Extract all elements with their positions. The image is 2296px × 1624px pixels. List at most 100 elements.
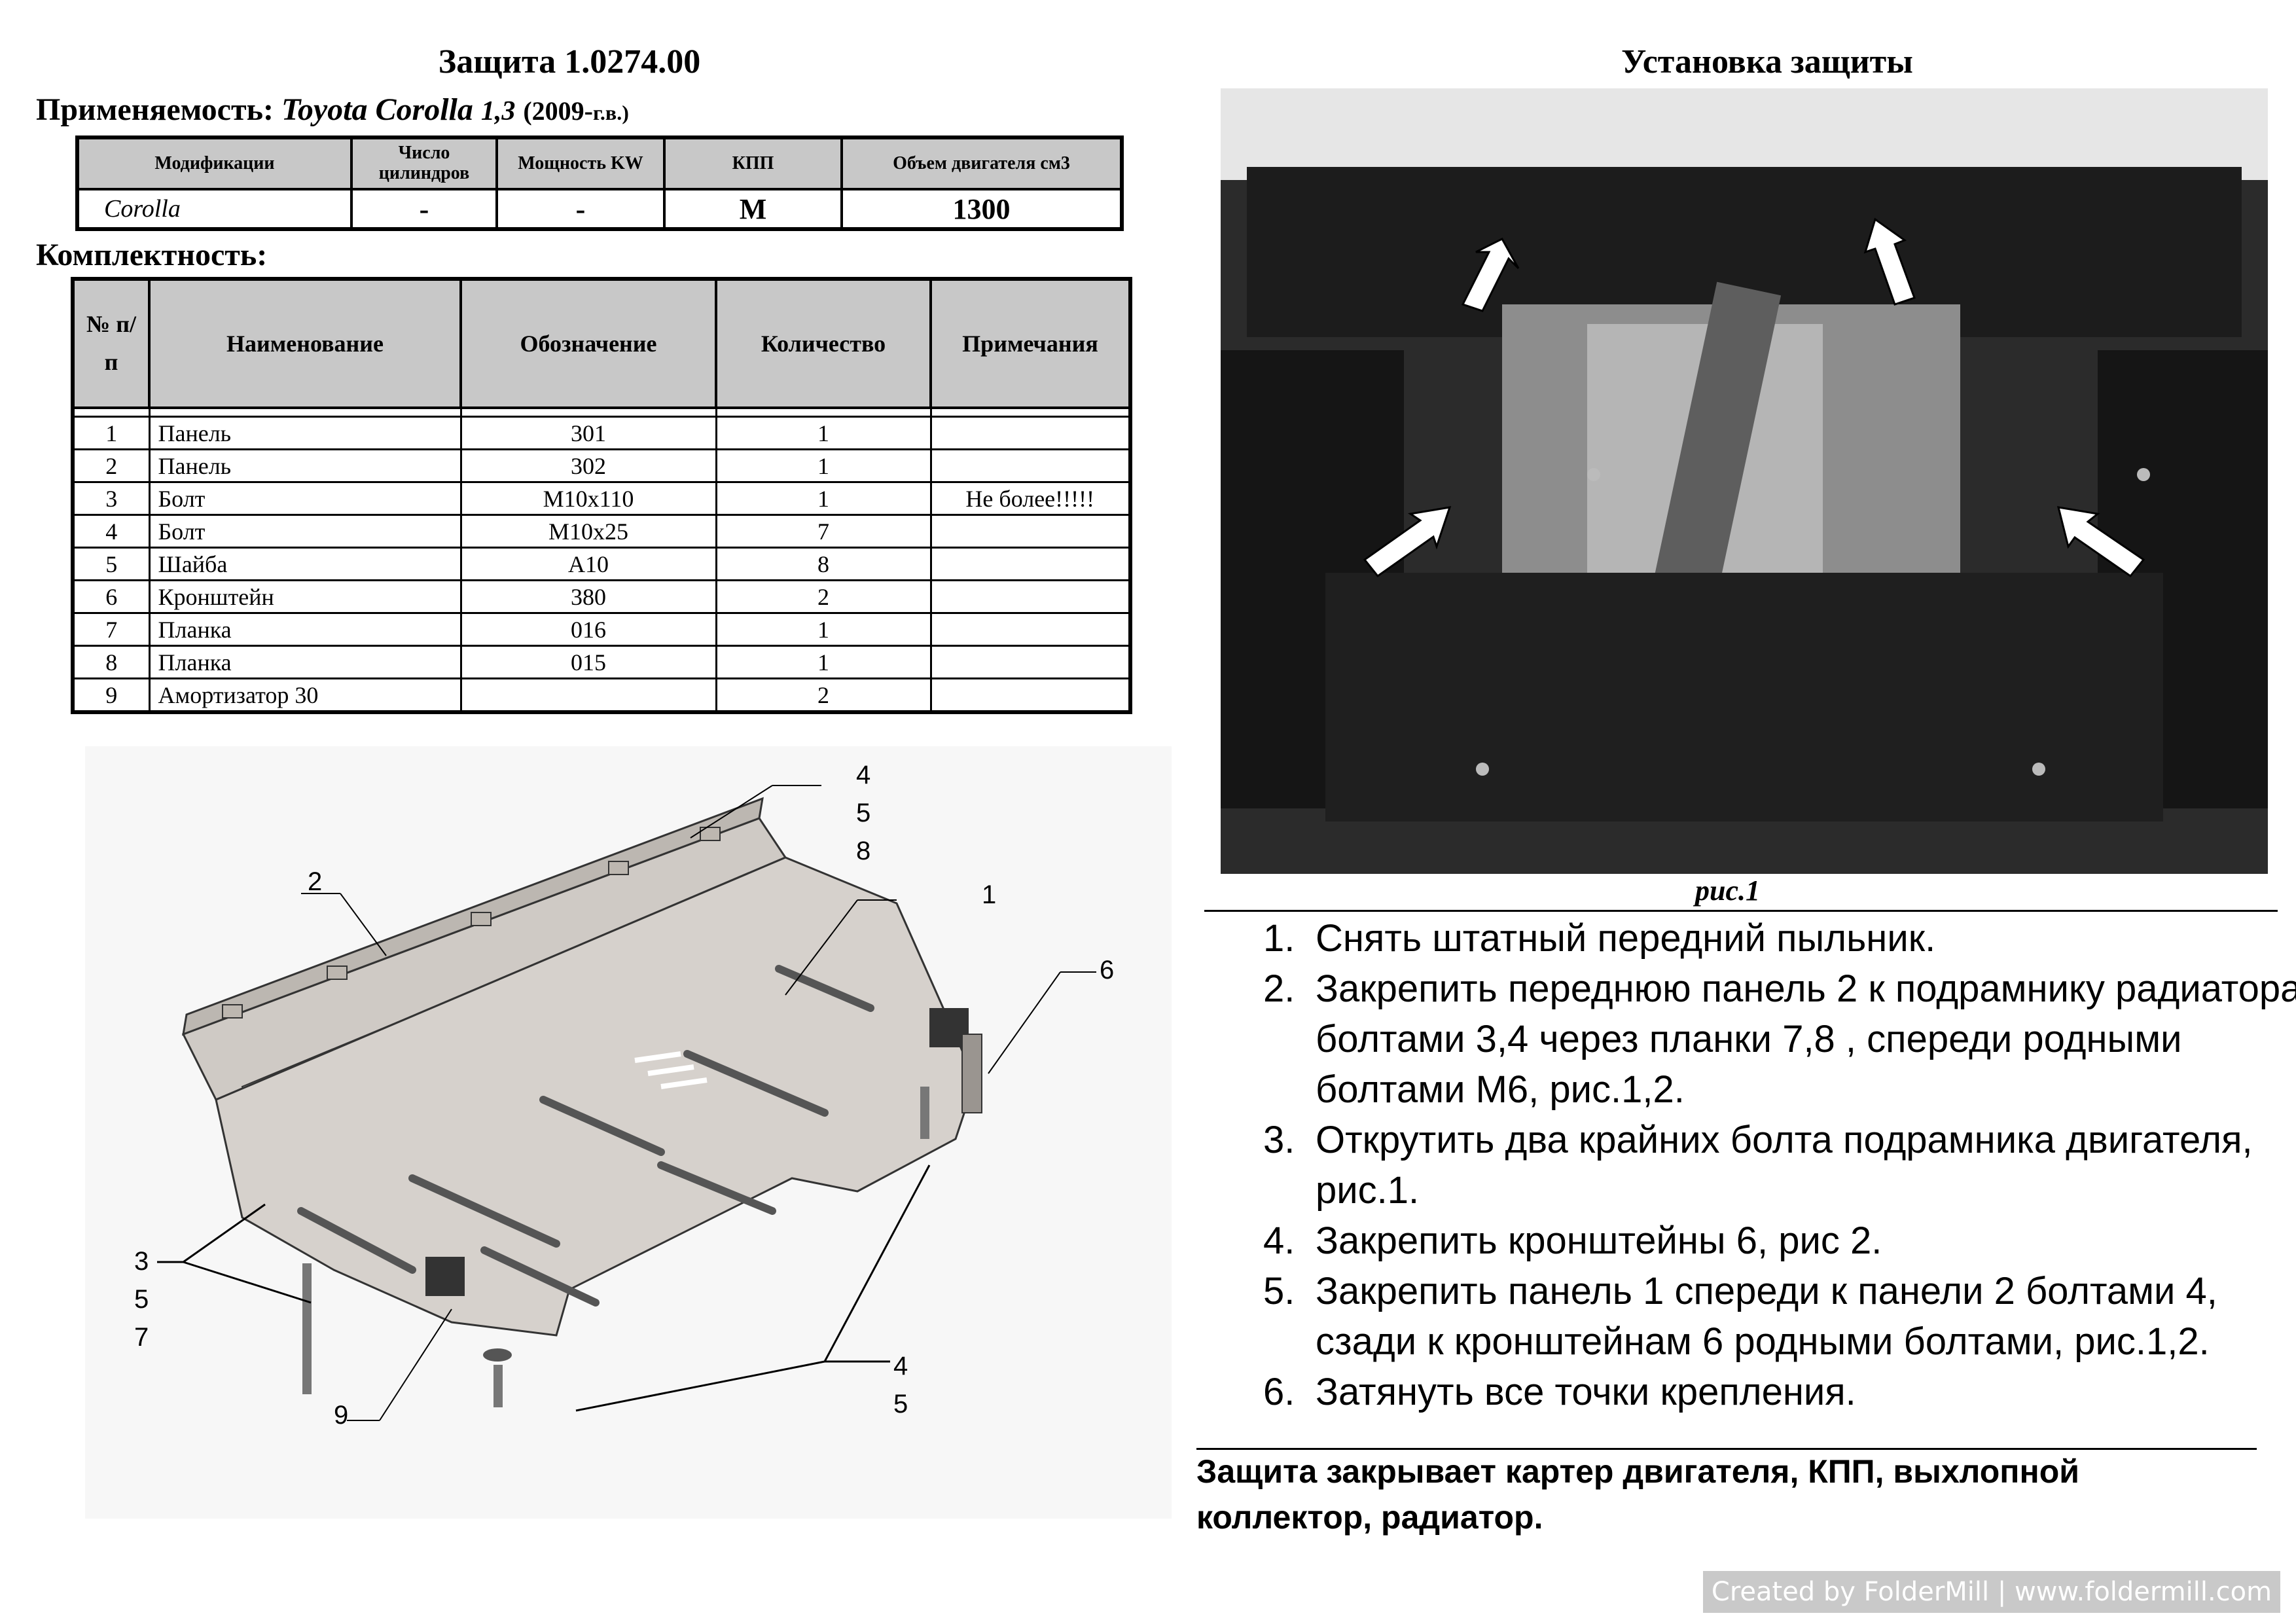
table-cell: Болт [148,514,462,549]
table-cell [929,448,1132,483]
table-cell: 2 [71,448,151,483]
modifications-table: Модификации Число цилиндров Мощность KW … [75,135,1124,231]
main-panel-1 [215,856,977,1337]
watermark: Created by FolderMill | www.foldermill.c… [1703,1571,2280,1613]
applicability-line: Применяемость: Toyota Corolla 1,3 (2009-… [36,92,629,128]
list-item: 1.Снять штатный передний пыльник. [1263,917,1936,960]
table-header: Мощность KW [495,136,666,190]
table-cell: 1 [71,416,151,450]
table-cell: 1 [715,448,932,483]
callout-6: 6 [1100,956,1115,984]
table-cell: Не более!!!!! [929,481,1132,516]
table-cell: М [663,188,843,230]
assembly-diagram [85,746,1172,1519]
table-cell: Панель [148,448,462,483]
bolt-3 [302,1263,312,1394]
washer-5 [483,1348,512,1362]
table-header: Объем двигателя см3 [840,136,1123,190]
table-header: Обозначение [459,278,717,409]
table-cell [929,677,1132,713]
table-cell: 4 [71,514,151,549]
table-cell: 9 [71,677,151,713]
table-header: Наименование [148,278,462,409]
kit-heading: Комплектность: [36,238,268,272]
table-cell: Планка [148,645,462,679]
arrow-icon [1363,217,2145,578]
list-item: 5.Закрепить панель 1 спереди к панели 2 … [1263,1270,2217,1363]
list-item: 2.Закрепить переднюю панель 2 к подрамни… [1263,967,2296,1111]
table-cell: 8 [71,645,151,679]
table-cell: Болт [148,481,462,516]
page-title: Защита 1.0274.00 [438,43,701,81]
divider [1196,1448,2257,1450]
table-header: Число цилиндров [350,136,498,190]
table-cell [929,579,1132,614]
table-cell: М10х110 [459,481,717,516]
table-cell: - [350,188,498,230]
table-cell: 6 [71,579,151,614]
table-header: № п/п [71,278,151,409]
list-item: 6.Затянуть все точки крепления. [1263,1371,1856,1413]
table-cell: 380 [459,579,717,614]
table-cell [929,514,1132,549]
model-years: (2009-г.в.) [523,96,629,126]
table-header: Модификации [76,136,353,190]
table-cell: Кронштейн [148,579,462,614]
table-cell: 1300 [840,188,1123,230]
applicability-label: Применяемость: [36,92,274,127]
install-heading: Установка защиты [1621,43,1913,81]
table-cell: 1 [715,645,932,679]
table-cell: - [495,188,666,230]
table-cell: 5 [71,547,151,581]
table-cell: Шайба [148,547,462,581]
installation-photo [1221,88,2268,874]
table-cell [929,416,1132,450]
table-cell: Панель [148,416,462,450]
table-cell: 7 [715,514,932,549]
table-cell [929,547,1132,581]
table-cell: 1 [715,481,932,516]
coverage-note: Защита закрывает картер двигателя, КПП, … [1196,1453,2079,1536]
divider [1204,910,2278,912]
table-spacer [71,408,1132,418]
table-cell: 301 [459,416,717,450]
table-header: Примечания [929,278,1132,409]
table-cell: 302 [459,448,717,483]
callout-9: 9 [334,1401,349,1430]
table-cell: 1 [715,416,932,450]
table-cell: 2 [715,579,932,614]
car-model: Toyota Corolla [281,92,473,127]
engine-size: 1,3 [480,96,516,126]
table-cell: Планка [148,612,462,647]
table-cell: 2 [715,677,932,713]
table-cell [459,677,717,713]
table-cell: 7 [71,612,151,647]
table-cell [929,612,1132,647]
table-row: Corolla - - М 1300 [76,188,1123,230]
list-item: 4.Закрепить кронштейны 6, рис 2. [1263,1219,1882,1262]
table-cell: А10 [459,547,717,581]
table-cell: 016 [459,612,717,647]
table-cell: Corolla [76,188,353,230]
table-cell: 015 [459,645,717,679]
callout-2: 2 [308,867,323,896]
table-cell: 3 [71,481,151,516]
kit-table: № п/п Наименование Обозначение Количеств… [71,277,1132,714]
kit-header-row: № п/п Наименование Обозначение Количеств… [71,278,1132,409]
table-cell: 8 [715,547,932,581]
figure-caption: рис.1 [1695,875,1760,907]
table-cell: Амортизатор 30 [148,677,462,713]
modifications-header-row: Модификации Число цилиндров Мощность KW … [76,136,1123,190]
bolt-4 [920,1087,929,1139]
table-cell: М10х25 [459,514,717,549]
